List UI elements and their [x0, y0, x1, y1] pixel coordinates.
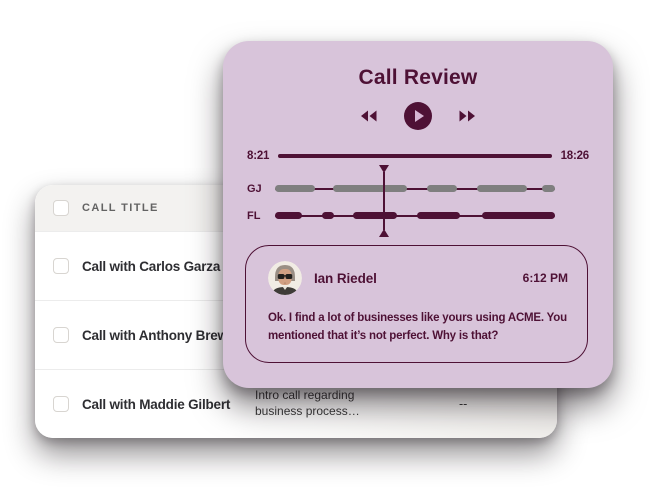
call-metric: --	[459, 397, 468, 411]
avatar-image	[268, 261, 302, 295]
message-time: 6:12 PM	[522, 271, 568, 285]
track-segment	[481, 212, 555, 219]
call-list-body: Call with Carlos Garza Call with Anthony…	[35, 231, 557, 438]
select-all-checkbox[interactable]	[53, 200, 69, 216]
transcript-header: Ian Riedel 6:12 PM	[268, 261, 573, 295]
track-segment	[476, 185, 527, 192]
track-segment	[353, 212, 397, 219]
message-text: Ok. I find a lot of businesses like your…	[268, 312, 567, 343]
track-segment	[275, 212, 302, 219]
call-review-title: Call Review	[358, 66, 478, 89]
rewind-icon	[361, 110, 377, 122]
track-line	[275, 187, 555, 190]
fast-forward-button[interactable]	[459, 110, 476, 122]
track	[275, 211, 555, 221]
call-row[interactable]: Call with Maddie Gilbert Intro call rega…	[35, 369, 557, 438]
call-title: Call with Anthony Brewer	[82, 327, 241, 343]
track-segment	[333, 185, 407, 192]
rewind-button[interactable]	[360, 110, 377, 122]
row-checkbox[interactable]	[53, 258, 69, 274]
track-segment	[426, 185, 457, 192]
speaker-tracks: GJ FL	[247, 172, 555, 230]
track-segment	[321, 212, 334, 219]
track-line	[275, 214, 555, 217]
track-row: FL	[247, 202, 555, 229]
track-label: GJ	[247, 182, 262, 195]
timeline-bar[interactable]	[278, 154, 552, 158]
fast-forward-icon	[459, 110, 475, 122]
row-checkbox[interactable]	[53, 396, 69, 412]
track-segment	[275, 185, 316, 192]
call-title: Call with Carlos Garza	[82, 258, 221, 274]
timeline: 8:21 18:26	[247, 150, 589, 162]
call-review-card: Call Review 8:21 18:26 GJ	[223, 41, 613, 388]
play-icon	[415, 110, 424, 122]
playhead-layer	[275, 172, 555, 230]
track-segment	[542, 185, 555, 192]
transcript-bubble: Ian Riedel 6:12 PM Ok. I find a lot of b…	[245, 245, 588, 363]
call-title: Call with Maddie Gilbert	[82, 396, 231, 412]
track-segment	[416, 212, 461, 219]
speaker-name: Ian Riedel	[314, 270, 377, 286]
row-checkbox[interactable]	[53, 327, 69, 343]
track-row: GJ	[247, 175, 555, 202]
play-button[interactable]	[404, 102, 432, 130]
track	[275, 184, 555, 194]
call-title-column-header: CALL TITLE	[82, 202, 159, 214]
total-time: 18:26	[560, 150, 590, 162]
track-label: FL	[247, 209, 261, 222]
playhead[interactable]	[382, 172, 385, 230]
elapsed-time: 8:21	[247, 150, 270, 162]
call-description: Intro call regarding business process…	[255, 388, 360, 418]
player-controls	[223, 102, 613, 130]
avatar	[268, 261, 302, 295]
